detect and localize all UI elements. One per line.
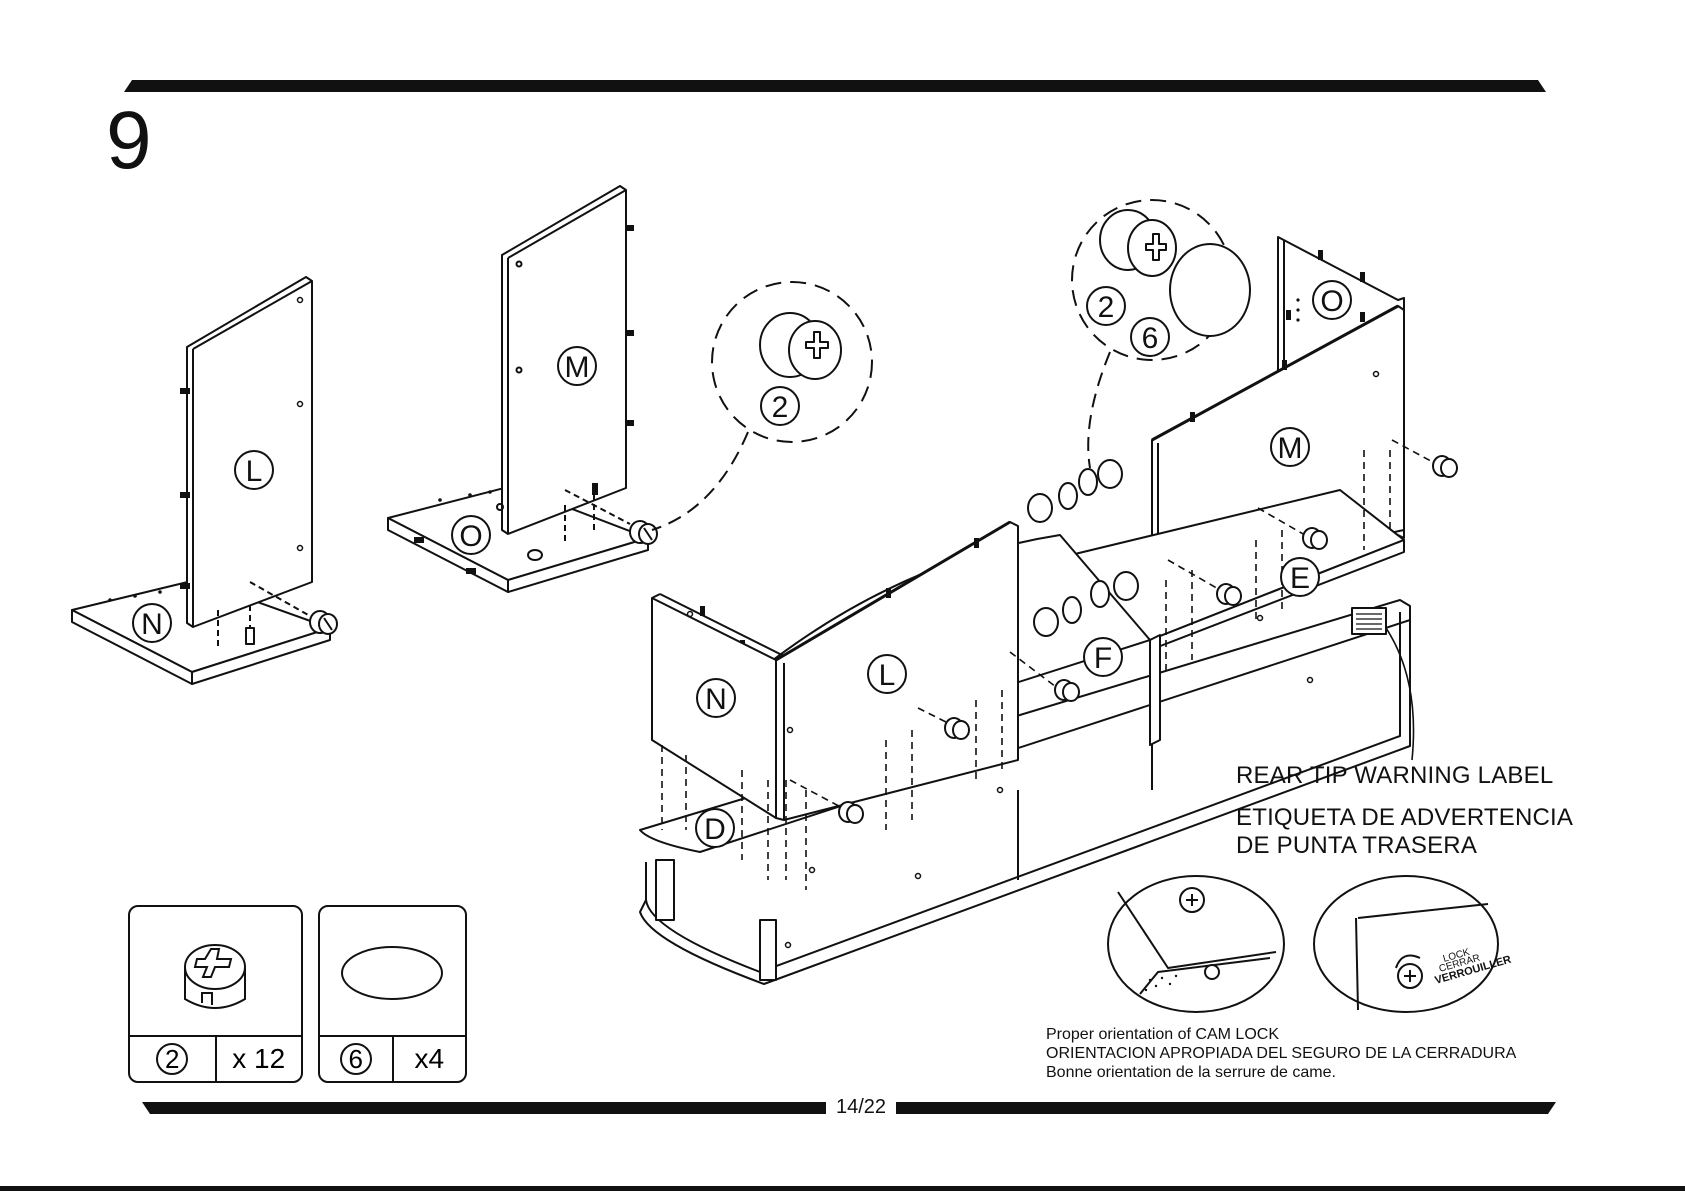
- part-id-badge: 2: [156, 1043, 188, 1075]
- page-border: [0, 1186, 1685, 1191]
- part-quantity: x4: [392, 1037, 466, 1081]
- middle-subassembly: [388, 186, 657, 592]
- washer-detail-icon: [1170, 244, 1250, 336]
- cam-lock-caption-en: Proper orientation of CAM LOCK: [1046, 1026, 1279, 1044]
- bottom-rule-left: [142, 1102, 826, 1114]
- part-box-cam-lock: 2 x 12: [128, 905, 303, 1083]
- cam-lock-caption-fr: Bonne orientation de la serrure de came.: [1046, 1064, 1336, 1082]
- bottom-rule-right: [896, 1102, 1556, 1114]
- callout-part-2: 2: [772, 391, 789, 424]
- panel-label-d: D: [704, 813, 726, 846]
- panel-label-l: L: [879, 659, 896, 692]
- warning-label-es-line-2: DE PUNTA TRASERA: [1236, 832, 1477, 860]
- panel-label-m: M: [1278, 432, 1303, 465]
- cam-lock-detail-icon: [1100, 210, 1176, 276]
- callout-part-2: 2: [1098, 291, 1115, 324]
- cam-lock-icon: [310, 611, 337, 634]
- top-rule: [124, 80, 1546, 92]
- washer-icon: [320, 907, 465, 1037]
- panel-label-l: L: [246, 455, 263, 488]
- cam-lock-icon: [130, 907, 301, 1037]
- cam-lock-icon: [630, 521, 657, 544]
- cam-lock-detail-icon: [760, 313, 841, 379]
- part-box-washer: 6 x4: [318, 905, 467, 1083]
- cam-orientation-detail-2: [1314, 876, 1498, 1012]
- panel-label-m: M: [565, 351, 590, 384]
- panel-label-f: F: [1094, 642, 1112, 675]
- step-number: 9: [106, 100, 152, 182]
- panel-label-o: O: [459, 520, 482, 553]
- panel-label-n: N: [705, 683, 727, 716]
- panel-label-o: O: [1320, 285, 1343, 318]
- page-number: 14/22: [834, 1096, 888, 1119]
- panel-label-e: E: [1290, 562, 1310, 595]
- cam-lock-caption-es: ORIENTACION APROPIADA DEL SEGURO DE LA C…: [1046, 1045, 1516, 1063]
- part-quantity: x 12: [215, 1037, 302, 1081]
- cam-orientation-detail-1: [1108, 876, 1284, 1012]
- panel-label-n: N: [141, 608, 163, 641]
- warning-label-en: REAR TIP WARNING LABEL: [1236, 762, 1553, 790]
- part-id-badge: 6: [340, 1043, 372, 1075]
- warning-label-es-line-1: ETIQUETA DE ADVERTENCIA: [1236, 804, 1573, 832]
- callout-part-6: 6: [1142, 322, 1159, 355]
- left-subassembly: [72, 277, 337, 684]
